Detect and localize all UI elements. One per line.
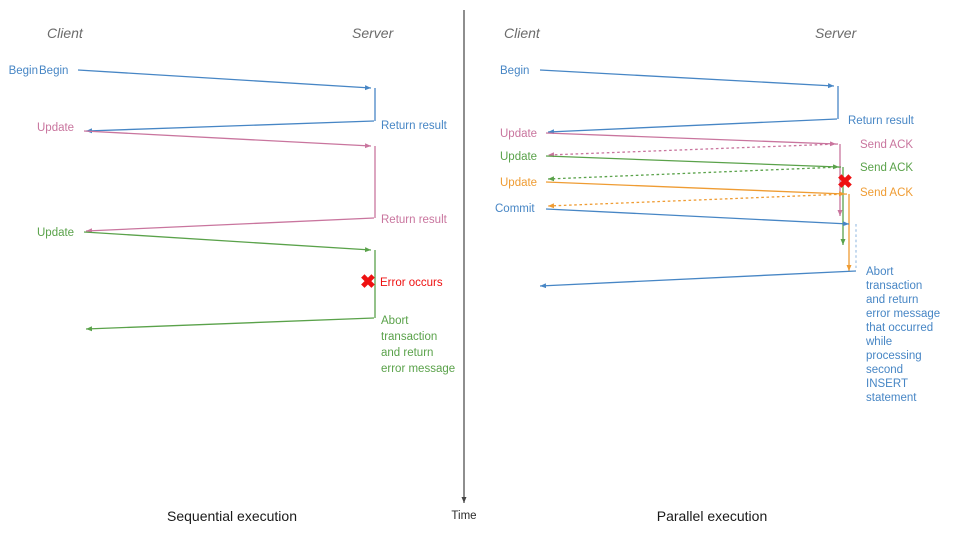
label-update-2-sequential: Update bbox=[37, 227, 74, 239]
label-return-result-2-sequential: Return result bbox=[381, 214, 448, 226]
message-ack-2-parallel bbox=[547, 166, 842, 182]
note-abort-sequential: Abort transaction and return error messa… bbox=[381, 315, 455, 375]
arrow-return-result-2 bbox=[85, 217, 375, 234]
arrow-update-1-parallel bbox=[545, 132, 837, 147]
note-line-0: Abort bbox=[381, 315, 409, 327]
label-begin-sequential-text: Begin bbox=[39, 65, 68, 77]
server-lane-header-sequential: Server bbox=[352, 25, 395, 41]
arrow-update-3-parallel bbox=[545, 181, 846, 197]
message-commit-parallel bbox=[545, 208, 857, 268]
label-ack-2-parallel: Send ACK bbox=[860, 162, 913, 174]
note-line-3: error message bbox=[381, 363, 455, 375]
message-update-2-sequential bbox=[83, 231, 376, 318]
note-line-0: Abort bbox=[866, 266, 894, 278]
arrow-return-result-1 bbox=[85, 120, 375, 134]
label-update-3-parallel: Update bbox=[500, 177, 537, 189]
arrow-ack-1-parallel bbox=[547, 143, 839, 158]
note-abort-parallel: Abort transaction and return error messa… bbox=[865, 266, 940, 404]
error-x-icon-parallel: ✖ bbox=[837, 172, 853, 193]
label-return-result-1-sequential: Return result bbox=[381, 120, 448, 132]
arrow-ack-3-parallel bbox=[547, 193, 848, 209]
arrow-return-result-parallel bbox=[547, 118, 838, 135]
arrow-commit-parallel bbox=[545, 208, 850, 227]
message-update-1-parallel bbox=[545, 132, 843, 216]
message-return-result-parallel bbox=[547, 118, 838, 135]
label-ack-3-parallel: Send ACK bbox=[860, 187, 913, 199]
label-ack-1-parallel: Send ACK bbox=[860, 139, 913, 151]
label-commit-parallel: Commit bbox=[495, 203, 535, 215]
message-update-3-parallel bbox=[545, 181, 852, 271]
arrow-update-2-parallel bbox=[545, 155, 840, 170]
message-return-result-1-sequential bbox=[85, 120, 375, 134]
arrow-ack-2-parallel bbox=[547, 166, 842, 182]
message-abort-sequential bbox=[85, 317, 375, 332]
panel-sequential: Client Server Begin Begin Return result bbox=[9, 25, 456, 524]
label-error-occurs-sequential: Error occurs bbox=[380, 277, 443, 289]
note-line-3: error message bbox=[866, 308, 940, 320]
message-begin-sequential bbox=[77, 69, 376, 121]
note-line-4: that occurred bbox=[866, 322, 933, 334]
note-line-1: transaction bbox=[866, 280, 922, 292]
note-line-6: processing bbox=[866, 350, 922, 362]
note-line-1: transaction bbox=[381, 331, 437, 343]
message-update-1-sequential bbox=[83, 130, 376, 218]
arrow-update-1 bbox=[83, 130, 372, 149]
label-return-result-parallel: Return result bbox=[848, 115, 915, 127]
label-begin-parallel: Begin bbox=[500, 65, 529, 77]
arrow-update-2 bbox=[83, 231, 372, 253]
note-line-2: and return bbox=[866, 294, 918, 306]
message-return-result-2-sequential bbox=[85, 217, 375, 234]
caption-sequential: Sequential execution bbox=[167, 508, 297, 524]
message-ack-3-parallel bbox=[547, 193, 848, 209]
time-axis-label: Time bbox=[451, 510, 476, 522]
client-lane-header-parallel: Client bbox=[504, 25, 541, 41]
message-ack-1-parallel bbox=[547, 143, 839, 158]
arrow-begin bbox=[77, 69, 372, 91]
panel-parallel: Client Server Begin Return result Update bbox=[495, 25, 940, 524]
message-update-2-parallel bbox=[545, 155, 846, 245]
note-line-8: INSERT bbox=[866, 378, 908, 390]
message-abort-parallel bbox=[539, 270, 857, 289]
arrow-abort-sequential bbox=[85, 317, 375, 332]
note-line-2: and return bbox=[381, 347, 433, 359]
arrow-begin-parallel bbox=[539, 69, 835, 89]
client-lane-header-sequential: Client bbox=[47, 25, 84, 41]
label-update-1-sequential: Update bbox=[37, 122, 74, 134]
label-update-1-parallel: Update bbox=[500, 128, 537, 140]
label-begin-sequential: Begin bbox=[9, 65, 38, 77]
note-line-5: while bbox=[865, 336, 892, 348]
note-line-9: statement bbox=[866, 392, 917, 404]
message-begin-parallel bbox=[539, 69, 839, 119]
label-update-2-parallel: Update bbox=[500, 151, 537, 163]
arrow-abort-parallel bbox=[539, 270, 857, 289]
note-line-7: second bbox=[866, 364, 903, 376]
caption-parallel: Parallel execution bbox=[657, 508, 768, 524]
error-x-icon-sequential: ✖ bbox=[360, 272, 376, 293]
server-lane-header-parallel: Server bbox=[815, 25, 858, 41]
